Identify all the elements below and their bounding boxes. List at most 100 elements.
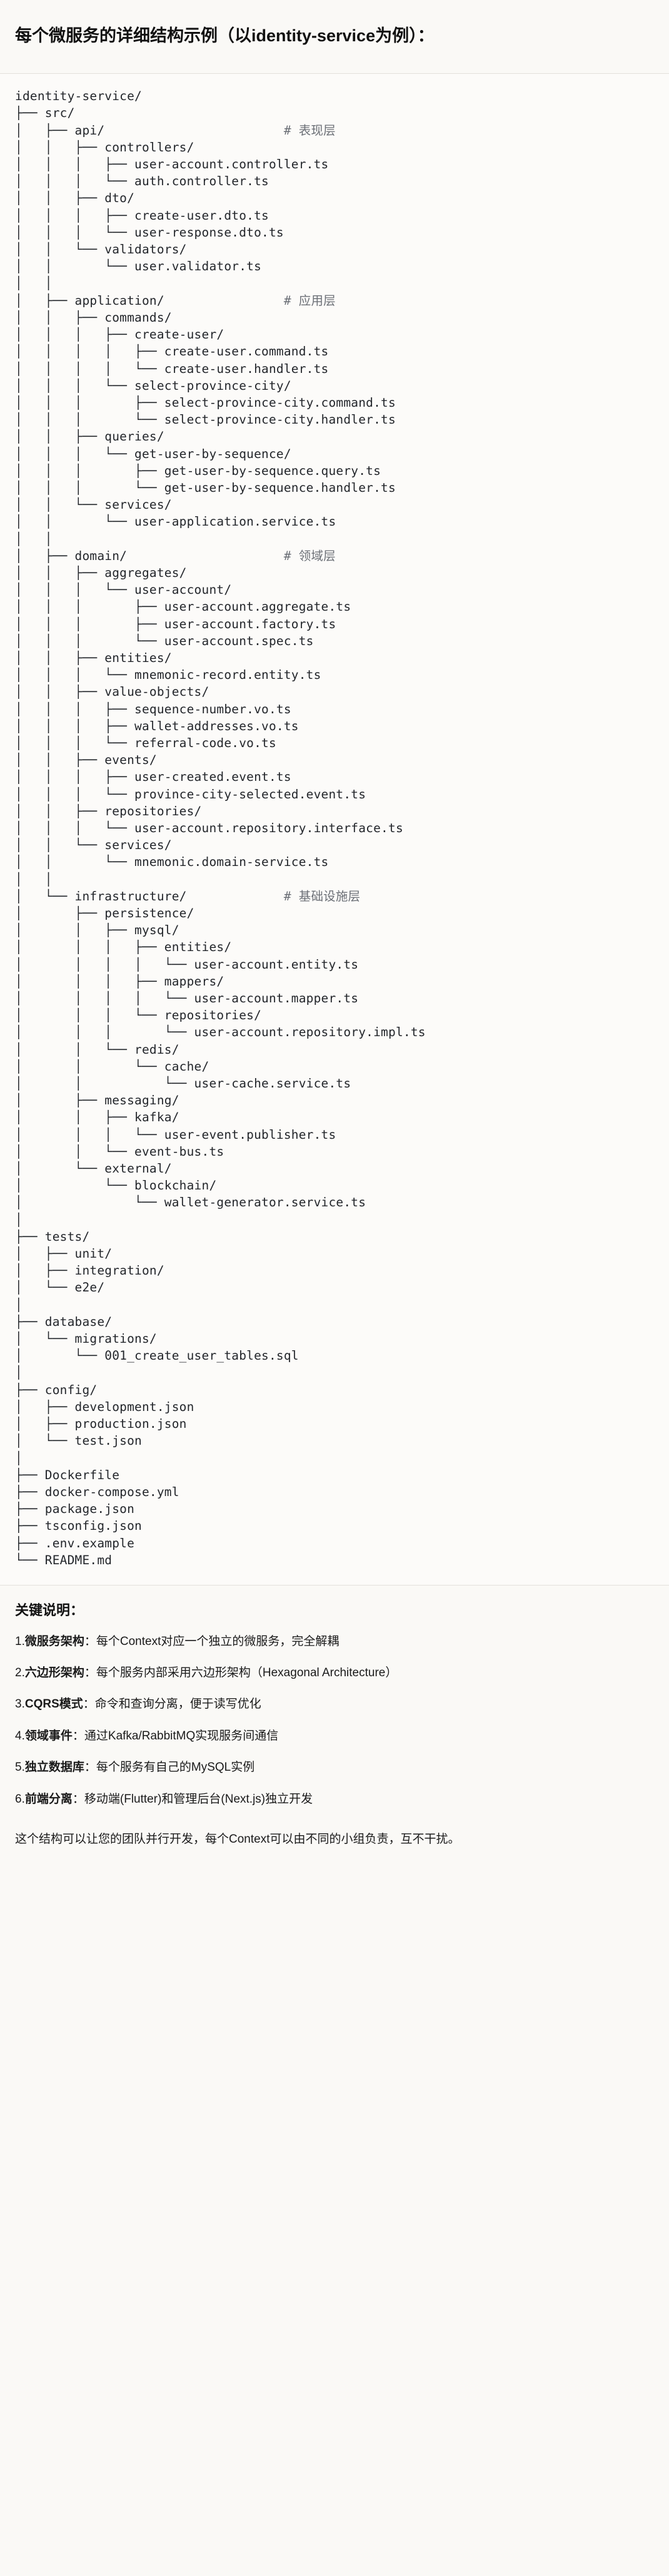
key-point-item: 1.微服务架构：每个Context对应一个独立的微服务，完全解耦 (15, 1632, 654, 1651)
tree-line: │ ├── application/ # 应用层 (15, 293, 336, 308)
tree-line: │ │ └── user.validator.ts (15, 259, 261, 273)
key-point-term: 领域事件 (24, 1729, 73, 1743)
tree-line-text: │ ├── api/ (15, 123, 105, 138)
tree-line-text: │ │ │ │ └── user-account.mapper.ts (15, 991, 359, 1006)
tree-line: │ │ ├── controllers/ (15, 140, 194, 155)
tree-line-text: │ │ │ └── user-account/ (15, 583, 232, 598)
tree-line-pad (187, 889, 284, 904)
tree-line-text: │ ├── production.json (15, 1417, 187, 1432)
tree-line: │ │ ├── repositories/ (15, 804, 202, 818)
tree-line-comment: # 表现层 (283, 123, 336, 138)
tree-line: │ │ │ └── select-province-city.handler.t… (15, 412, 396, 427)
tree-line-text: ├── tsconfig.json (15, 1519, 142, 1534)
tree-line-text: │ (15, 1365, 23, 1380)
tree-line-text: │ └── e2e/ (15, 1280, 105, 1295)
tree-line-text: ├── src/ (15, 106, 75, 121)
tree-line: │ └── blockchain/ (15, 1178, 216, 1193)
tree-line-text: │ (15, 1450, 23, 1465)
tree-line-text: identity-service/ (15, 89, 142, 104)
tree-line-text: │ │ │ ├── user-account.factory.ts (15, 616, 336, 631)
tree-line: ├── docker-compose.yml (15, 1485, 179, 1499)
tree-line-text: │ │ └── user-cache.service.ts (15, 1076, 351, 1091)
key-point-number: 6. (15, 1792, 25, 1806)
directory-tree: identity-service/ ├── src/ │ ├── api/ # … (15, 88, 654, 1569)
tree-line-text: │ │ └── event-bus.ts (15, 1144, 224, 1159)
key-point-item: 3.CQRS模式：命令和查询分离，便于读写优化 (15, 1695, 654, 1713)
key-points-list: 1.微服务架构：每个Context对应一个独立的微服务，完全解耦 2.六边形架构 ：… (15, 1632, 654, 1809)
tree-line: │ │ │ ├── user-account.controller.ts (15, 157, 328, 171)
key-point-separator: ： (84, 1761, 96, 1774)
tree-line-text: │ │ │ ├── user-account.controller.ts (15, 157, 329, 172)
tree-line: │ └── test.json (15, 1433, 142, 1448)
tree-line-text: │ │ │ └── referral-code.vo.ts (15, 735, 276, 750)
tree-line-text: │ └── 001_create_user_tables.sql (15, 1348, 299, 1363)
directory-tree-block: identity-service/ ├── src/ │ ├── api/ # … (0, 74, 669, 1585)
tree-line-text: │ │ │ └── user-account.spec.ts (15, 633, 314, 648)
tree-line: │ │ │ ├── entities/ (15, 940, 231, 954)
tree-line: ├── database/ (15, 1315, 112, 1329)
tree-line: │ └── 001_create_user_tables.sql (15, 1348, 299, 1363)
tree-line-text: │ │ ├── kafka/ (15, 1110, 179, 1125)
tree-line-text: │ ├── application/ (15, 293, 164, 308)
key-point-separator: ： (83, 1698, 95, 1711)
key-point-term: 前端分离 (24, 1792, 73, 1806)
tree-line: │ │ └── event-bus.ts (15, 1144, 224, 1159)
tree-line-text: │ │ ├── queries/ (15, 429, 164, 444)
tree-line: ├── tests/ (15, 1229, 89, 1244)
tree-line: │ └── external/ (15, 1161, 172, 1176)
tree-line: │ │ (15, 872, 53, 887)
tree-line: │ ├── unit/ (15, 1246, 112, 1261)
tree-line: │ │ │ └── user-account/ (15, 583, 231, 597)
tree-line-text: │ │ │ ├── user-account.aggregate.ts (15, 599, 351, 614)
tree-line-text: │ │ ├── entities/ (15, 650, 172, 665)
tree-line-text: │ │ │ ├── select-province-city.command.t… (15, 395, 396, 410)
tree-line: │ │ ├── value-objects/ (15, 685, 209, 699)
tree-line: │ │ │ ├── create-user/ (15, 327, 224, 342)
tree-line: │ │ ├── queries/ (15, 429, 164, 444)
tree-line: │ └── wallet-generator.service.ts (15, 1195, 366, 1209)
tree-line-text: │ ├── persistence/ (15, 906, 194, 920)
footnote-text: 这个结构可以让您的团队并行开发，每个Context可以由不同的小组负责，互不干扰… (15, 1833, 460, 1846)
tree-line-text: │ │ │ └── auth.controller.ts (15, 174, 269, 189)
tree-line-text: │ │ │ │ ├── create-user.command.ts (15, 344, 329, 359)
tree-line: │ │ └── validators/ (15, 242, 187, 257)
tree-line: │ │ │ └── user-account.repository.impl.t… (15, 1025, 426, 1039)
tree-line: │ │ │ └── select-province-city/ (15, 379, 291, 393)
tree-line: │ │ │ ├── user-account.aggregate.ts (15, 599, 351, 614)
key-point-item: 4.领域事件：通过Kafka/RabbitMQ实现服务间通信 (15, 1727, 654, 1745)
page-root: 每个微服务的详细结构示例（以identity-service为例）： ident… (0, 11, 669, 1866)
tree-line-text: │ │ │ └── user-account.repository.impl.t… (15, 1025, 426, 1040)
tree-line-text: │ └── migrations/ (15, 1331, 157, 1347)
key-point-number: 4. (15, 1729, 25, 1743)
tree-line-text: ├── Dockerfile (15, 1467, 120, 1482)
tree-line: │ │ ├── aggregates/ (15, 566, 187, 580)
tree-line-text: │ │ │ ├── entities/ (15, 940, 232, 955)
tree-line: │ │ │ └── mnemonic-record.entity.ts (15, 668, 321, 682)
tree-line: │ │ │ │ └── user-account.entity.ts (15, 957, 358, 972)
tree-line-comment: # 基础设施层 (283, 888, 361, 904)
tree-line-text: │ │ └── user.validator.ts (15, 259, 262, 274)
tree-line-text: │ │ │ └── user-account.repository.interf… (15, 820, 403, 835)
tree-line-text: │ │ │ ├── wallet-addresses.vo.ts (15, 718, 299, 733)
tree-line: │ │ │ └── user-account.spec.ts (15, 634, 314, 648)
tree-line: │ │ ├── commands/ (15, 310, 172, 325)
tree-line: │ │ │ └── referral-code.vo.ts (15, 736, 276, 750)
tree-line-pad (164, 293, 284, 308)
tree-line-text: │ │ └── validators/ (15, 242, 187, 257)
tree-line-text: │ (15, 1212, 23, 1227)
tree-line: │ │ │ ├── wallet-addresses.vo.ts (15, 719, 299, 733)
key-point-number: 2. (15, 1666, 25, 1679)
key-point-description: 命令和查询分离，便于读写优化 (94, 1698, 261, 1711)
tree-line: │ │ │ └── auth.controller.ts (15, 174, 269, 188)
tree-line-text: │ │ │ └── select-province-city.handler.t… (15, 412, 396, 427)
tree-line-text: │ │ (15, 276, 53, 291)
tree-line-text: │ │ │ └── repositories/ (15, 1008, 262, 1023)
key-point-term: 六边形架构 (24, 1666, 84, 1679)
tree-line-text: │ ├── development.json (15, 1399, 194, 1414)
tree-line-text: ├── database/ (15, 1314, 113, 1329)
key-points-section: 关键说明： 1.微服务架构：每个Context对应一个独立的微服务，完全解耦 2.… (0, 1586, 669, 1828)
key-points-title: 关键说明： (15, 1602, 84, 1618)
key-point-separator: ： (72, 1729, 84, 1743)
tree-line-text: │ │ │ └── mnemonic-record.entity.ts (15, 668, 321, 683)
tree-line-text: │ ├── unit/ (15, 1246, 113, 1261)
